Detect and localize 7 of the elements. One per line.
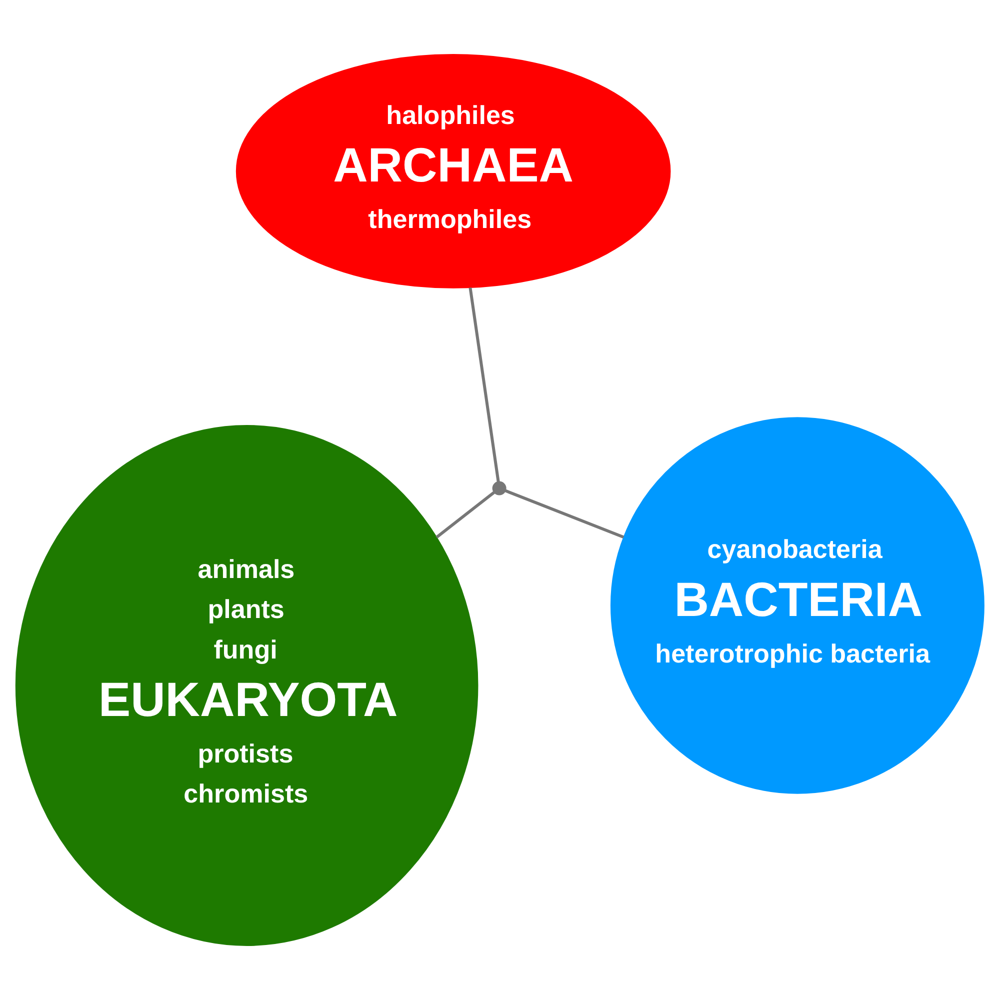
connector: [436, 491, 495, 538]
node-circle: [492, 481, 506, 496]
connector: [504, 489, 624, 538]
node-ellipse: halophiles ARCHAEA thermophiles: [236, 54, 671, 288]
node-circle: cyanobacteria BACTERIA heterotrophic bacteria: [610, 417, 984, 794]
connector: [468, 287, 500, 482]
node-ellipse: animals plants fungi EUKARYOTA protists chromists: [15, 425, 478, 946]
